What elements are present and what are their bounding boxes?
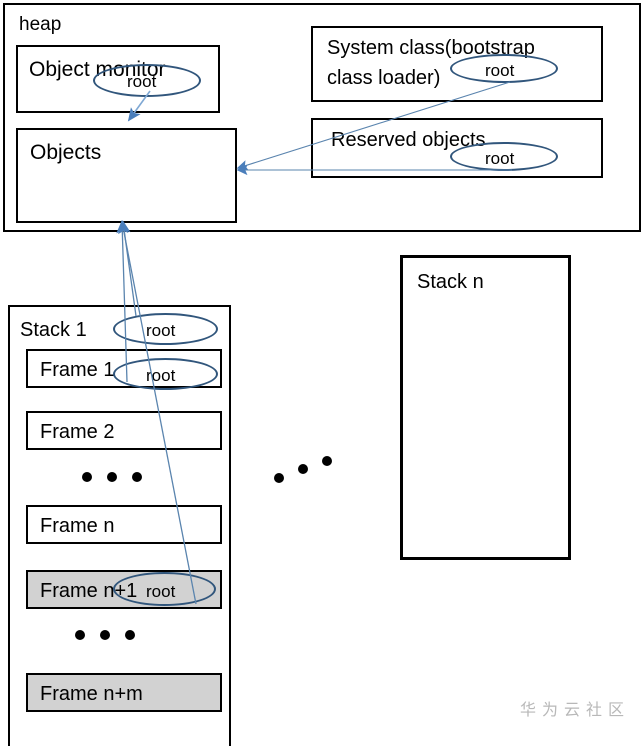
- objects-label: Objects: [30, 141, 102, 164]
- arrow-stack1-root-to-objects: [118, 220, 137, 317]
- root-label-stack1: root: [146, 321, 176, 340]
- frame-2-box: Frame 2: [26, 411, 222, 450]
- stackn-label: Stack n: [417, 271, 484, 293]
- frame-n-box: Frame n: [26, 505, 222, 544]
- root-label-object-monitor: root: [127, 72, 157, 91]
- root-label-frame-1: root: [146, 366, 176, 385]
- frame-n-label: Frame n: [40, 515, 115, 537]
- frame-n-plus-m-box: Frame n+m: [26, 673, 222, 712]
- root-label-system-class: root: [485, 61, 515, 80]
- system-class-label-line1: System class(bootstrap: [327, 37, 535, 59]
- objects-box: Objects: [16, 128, 237, 223]
- system-class-label-line2: class loader): [327, 67, 441, 89]
- frame-1-label: Frame 1: [40, 359, 115, 381]
- frame-n-plus-m-label: Frame n+m: [40, 683, 143, 705]
- root-label-frame-n-plus-1: root: [146, 582, 176, 601]
- heap-container: heap Object monitor Objects System class…: [3, 3, 641, 232]
- root-label-reserved-objects: root: [485, 149, 515, 168]
- frame-2-label: Frame 2: [40, 421, 115, 443]
- watermark: 华为云社区: [519, 700, 630, 719]
- frame-n-plus-1-label: Frame n+1: [40, 580, 138, 602]
- stack1-label: Stack 1: [20, 319, 87, 341]
- heap-label: heap: [19, 14, 62, 35]
- stackn-container: Stack n: [400, 255, 571, 560]
